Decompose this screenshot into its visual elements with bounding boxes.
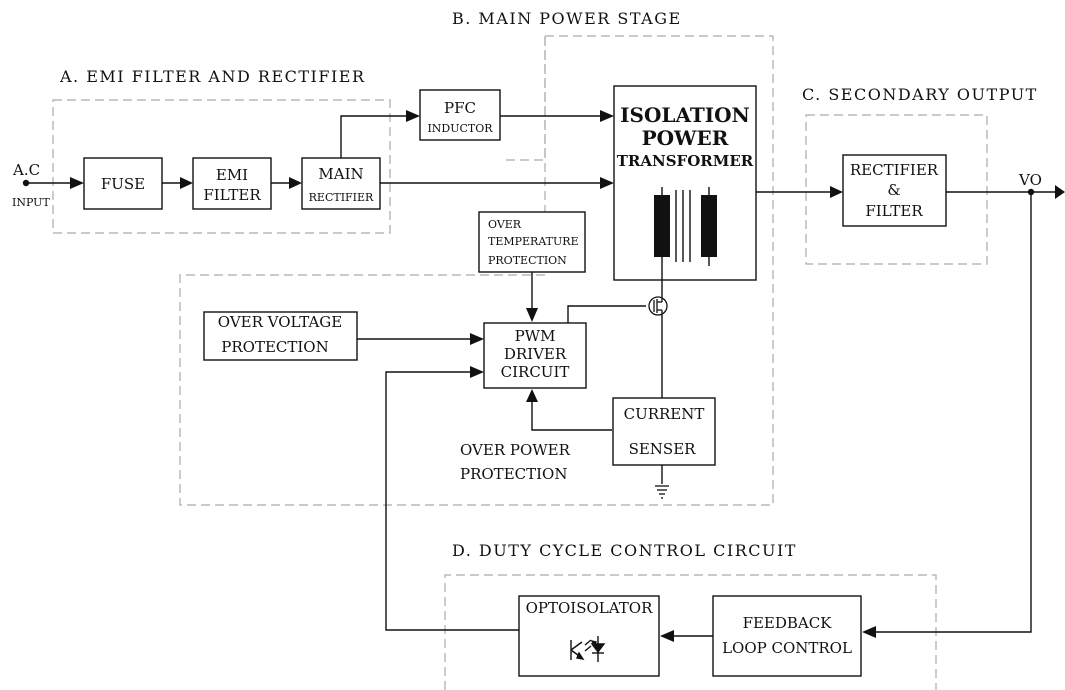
over-temperature-block <box>478 211 586 273</box>
current-sensor-label-2: SENSER <box>629 440 697 458</box>
section-c-title: C. SECONDARY OUTPUT <box>802 85 1038 104</box>
fuse-label: FUSE <box>101 175 145 193</box>
pfc-inductor-label-2: INDUCTOR <box>427 122 493 135</box>
rectifier-filter-label-3: FILTER <box>865 202 923 220</box>
optoisolator-block <box>518 595 660 677</box>
main-rectifier-label-1: MAIN <box>318 165 363 183</box>
pwm-driver-block <box>483 322 587 389</box>
emi-filter-block <box>192 157 272 210</box>
rectifier-filter-label-2: & <box>887 181 900 199</box>
optoisolator-label: OPTOISOLATOR <box>526 599 653 617</box>
ac-input-label: A.C <box>12 161 40 179</box>
optocoupler-icon <box>570 636 606 662</box>
rectifier-filter-label-1: RECTIFIER <box>850 161 939 179</box>
mosfet-switch-icon <box>648 296 668 316</box>
arrowheads <box>70 110 1065 642</box>
emi-filter-label-1: EMI <box>216 166 248 184</box>
rectifier-filter-block <box>842 154 947 227</box>
section-a-title: A. EMI FILTER AND RECTIFIER <box>59 67 366 86</box>
transformer-label-3: TRANSFORMER <box>617 152 754 170</box>
over-voltage-block <box>203 311 358 361</box>
over-power-label-2: PROTECTION <box>460 465 567 483</box>
feedback-loop-label-1: FEEDBACK <box>743 614 833 632</box>
isolation-transformer-block <box>613 85 757 281</box>
over-temperature-label-2: TEMPERATURE <box>488 235 579 248</box>
feedback-loop-label-2: LOOP CONTROL <box>722 639 852 657</box>
ground-icon <box>655 485 669 499</box>
current-sensor-block <box>612 397 716 466</box>
main-rectifier-label-2: RECTIFIER <box>309 191 374 204</box>
pwm-driver-label-3: CIRCUIT <box>501 363 570 381</box>
over-voltage-label-2: PROTECTION <box>221 338 328 356</box>
over-power-label-1: OVER POWER <box>460 441 571 459</box>
pfc-inductor-block <box>419 89 501 141</box>
signal-wires <box>26 115 1055 637</box>
vo-output-label: VO <box>1018 171 1042 189</box>
section-b-title: B. MAIN POWER STAGE <box>452 9 682 28</box>
ac-input-sublabel: INPUT <box>12 196 50 209</box>
emi-filter-label-2: FILTER <box>203 186 261 204</box>
current-sensor-label-1: CURRENT <box>624 405 705 423</box>
region-b-notch-edge <box>505 36 546 161</box>
region-c-secondary-output <box>805 114 988 265</box>
section-d-title: D. DUTY CYCLE CONTROL CIRCUIT <box>452 541 797 560</box>
pfc-inductor-label-1: PFC <box>444 99 476 117</box>
feedback-loop-control-block <box>712 595 862 677</box>
region-a-emi-filter-rectifier <box>52 99 391 234</box>
fuse-block <box>83 157 163 210</box>
pwm-driver-label-1: PWM <box>515 327 556 345</box>
transformer-label-1: ISOLATION <box>620 103 750 127</box>
transformer-coil-icon <box>654 187 717 266</box>
region-b-main-power-stage <box>179 35 774 506</box>
pwm-driver-label-2: DRIVER <box>504 345 567 363</box>
transformer-label-2: POWER <box>642 126 729 150</box>
over-temperature-label-1: OVER <box>488 218 522 231</box>
over-temperature-label-3: PROTECTION <box>488 254 567 267</box>
over-voltage-label-1: OVER VOLTAGE <box>218 313 342 331</box>
